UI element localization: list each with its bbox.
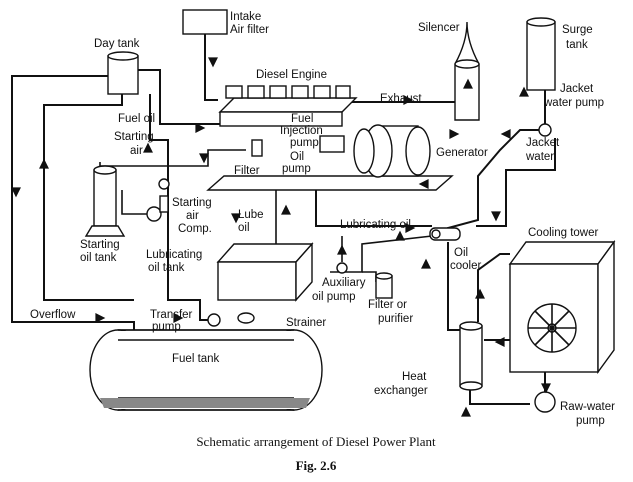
label-cooling-tower: Cooling tower — [528, 227, 598, 239]
label-generator: Generator — [436, 147, 488, 159]
label-jacket: Jacket — [560, 83, 594, 95]
surge-tank — [526, 17, 556, 91]
label-surge: Surge — [562, 24, 593, 36]
label-raw-water-pump: pump — [576, 415, 605, 427]
label-day-tank: Day tank — [94, 38, 140, 50]
label-transfer-pump: pump — [152, 321, 181, 333]
label-diesel-engine: Diesel Engine — [256, 69, 327, 81]
label-tank: tank — [566, 39, 588, 51]
figure-number: Fig. 2.6 — [296, 458, 337, 473]
cooler-to-exchanger-pipe — [447, 242, 464, 331]
label-filter: Filter — [234, 165, 260, 177]
label-lube-oil: oil — [238, 222, 250, 234]
label-oil-pump-aux: oil pump — [312, 291, 355, 303]
engine-base — [206, 175, 454, 191]
exchanger-return-pipe — [477, 253, 510, 322]
label-lubricating-oil-tank-1: Lubricating — [146, 249, 202, 261]
auxiliary-oil-pump — [336, 262, 348, 274]
starting-oil-tank — [84, 165, 126, 237]
label-pump: pump — [290, 137, 319, 149]
label-injection: Injection — [280, 125, 323, 137]
label-filter-or: Filter or — [368, 299, 407, 311]
jacket-water-return-pipe — [476, 138, 556, 227]
label-water-pump: water pump — [543, 97, 604, 109]
label-auxiliary: Auxiliary — [322, 277, 366, 289]
label-lubricating-oil-tank-2: oil tank — [148, 262, 185, 274]
overflow-pipe — [11, 75, 135, 330]
starting-air-pipe — [99, 149, 246, 167]
filter-or-purifier — [375, 272, 393, 299]
label-intake: Intake — [230, 11, 261, 23]
label-lube: Lube — [238, 209, 264, 221]
cooling-tower — [508, 239, 616, 375]
caption: Schematic arrangement of Diesel Power Pl… — [196, 434, 436, 449]
label-silencer: Silencer — [418, 22, 460, 34]
day-tank-supply-pipe — [43, 94, 134, 301]
silencer — [454, 21, 480, 121]
label-raw-water: Raw-water — [560, 401, 615, 413]
oil-cooler — [429, 227, 461, 241]
label-air-filter: Air filter — [230, 24, 269, 36]
fuel-tank — [89, 329, 323, 411]
intake-air-filter — [182, 9, 228, 35]
day-tank — [107, 51, 139, 95]
fuel-injection-pump — [319, 135, 345, 153]
label-starting-oil-tank-2: oil tank — [80, 252, 117, 264]
label-air: air — [130, 145, 143, 157]
label-starting-oil-tank-1: Starting — [80, 239, 120, 251]
label-oil-cooler-1: Oil — [454, 247, 468, 259]
generator — [353, 124, 431, 178]
heat-exchanger — [459, 321, 483, 391]
label-strainer: Strainer — [286, 317, 326, 329]
transfer-pump — [207, 313, 221, 327]
label-exhaust: Exhaust — [380, 93, 422, 105]
label-oil-pump: pump — [282, 163, 311, 175]
strainer — [237, 312, 255, 324]
label-starting-air-comp-2: air — [186, 210, 199, 222]
label-jacket-water-2: water — [525, 151, 554, 163]
label-fuel: Fuel — [291, 113, 313, 125]
label-purifier: purifier — [378, 313, 413, 325]
jacket-water-pump — [538, 123, 552, 137]
air-comp-pipe — [121, 190, 150, 215]
flow-arrows — [11, 57, 551, 417]
label-overflow: Overflow — [30, 309, 76, 321]
diesel-engine — [218, 85, 358, 127]
label-starting: Starting — [114, 131, 154, 143]
transfer-pipe — [149, 94, 212, 321]
label-oil: Oil — [290, 151, 304, 163]
starting-air-compressor — [146, 178, 170, 222]
raw-water-pump — [534, 391, 556, 413]
engine-filter — [251, 139, 263, 157]
label-fuel-tank: Fuel tank — [172, 353, 220, 365]
label-jacket-water-1: Jacket — [526, 137, 560, 149]
label-fuel-oil: Fuel oil — [118, 113, 155, 125]
label-lubricating-oil: Lubricating oil — [340, 219, 411, 231]
label-exchanger: exchanger — [374, 385, 428, 397]
lubricating-oil-tank — [216, 242, 314, 302]
label-oil-cooler-2: cooler — [450, 260, 481, 272]
intake-air-pipe — [204, 34, 218, 101]
label-starting-air-comp-3: Comp. — [178, 223, 212, 235]
label-starting-air-comp-1: Starting — [172, 197, 212, 209]
label-transfer: Transfer — [150, 309, 193, 321]
labels: Intake Air filter Day tank Silencer Surg… — [30, 11, 615, 427]
label-heat: Heat — [402, 371, 427, 383]
